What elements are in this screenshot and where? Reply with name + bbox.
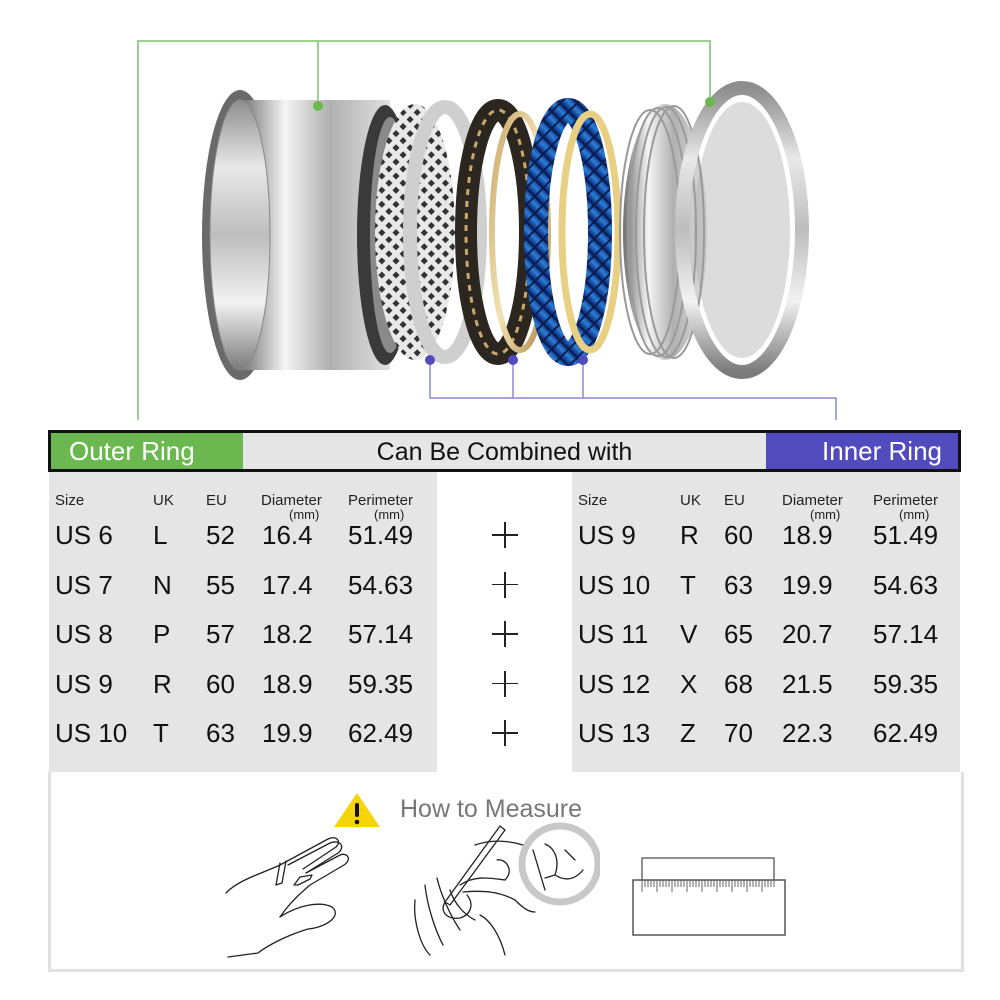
cell-perimeter: 57.14 <box>873 619 939 649</box>
col-uk: UK <box>680 492 701 509</box>
col-diameter: Diameter <box>782 492 843 509</box>
cell-size: US 9 <box>578 520 636 550</box>
cell-eu: 68 <box>724 668 753 699</box>
combine-plus-icon <box>490 619 520 649</box>
cell-diameter: 18.9 <box>262 668 313 699</box>
outer-ring-marker <box>705 97 715 107</box>
cell-diameter: 22.3 <box>782 718 833 748</box>
cell-uk: R <box>153 668 172 699</box>
col-diameter: Diameter <box>261 492 322 509</box>
cell-uk: V <box>680 619 698 649</box>
cell-uk: T <box>680 569 696 600</box>
col-eu: EU <box>724 492 745 509</box>
cell-eu: 60 <box>724 520 753 550</box>
size-chart-header: Outer Ring Can Be Combined with Inner Ri… <box>48 430 961 472</box>
cell-eu: 55 <box>206 569 235 600</box>
outer-ring-connector <box>137 40 711 420</box>
cell-perimeter: 59.35 <box>348 668 414 699</box>
cell-uk: N <box>153 569 172 600</box>
warning-triangle-icon <box>334 793 380 827</box>
cell-size: US 10 <box>55 718 128 748</box>
cell-perimeter: 51.49 <box>873 520 939 550</box>
cell-uk: P <box>153 619 171 649</box>
col-diameter-unit: (mm) <box>810 507 841 522</box>
cell-perimeter: 51.49 <box>348 520 414 550</box>
cell-eu: 52 <box>206 520 235 550</box>
cell-perimeter: 62.49 <box>348 718 414 748</box>
cell-size: US 13 <box>578 718 651 748</box>
how-to-measure-section <box>48 772 964 972</box>
how-to-measure-title: How to Measure <box>400 795 583 823</box>
inner-ring-connector <box>429 362 837 420</box>
cell-size: US 6 <box>55 520 113 550</box>
cell-size: US 9 <box>55 668 113 699</box>
cell-eu: 70 <box>724 718 753 748</box>
inner-ring-marker <box>578 355 588 365</box>
cell-perimeter: 62.49 <box>873 718 939 748</box>
cell-eu: 63 <box>206 718 235 748</box>
cell-uk: Z <box>680 718 696 748</box>
col-size: Size <box>55 492 85 509</box>
combine-plus-icon <box>490 570 520 600</box>
ring-set-illustration <box>137 40 837 420</box>
cell-diameter: 17.4 <box>262 569 313 600</box>
woven-silver-ring <box>375 100 487 364</box>
inner-ring-size-table: Size UK EU Diameter (mm) Perimeter (mm) … <box>572 472 960 772</box>
cell-perimeter: 57.14 <box>348 619 414 649</box>
blue-lattice-ring <box>524 98 622 366</box>
col-eu: EU <box>206 492 227 509</box>
cell-size: US 8 <box>55 619 113 649</box>
cell-size: US 12 <box>578 668 651 699</box>
cell-size: US 10 <box>578 569 651 600</box>
combine-plus-icon <box>490 718 520 748</box>
col-perimeter: Perimeter <box>348 492 414 509</box>
cell-diameter: 18.2 <box>262 619 313 649</box>
col-perimeter: Perimeter <box>873 492 939 509</box>
outer-ring-marker <box>313 101 323 111</box>
col-size: Size <box>578 492 608 509</box>
cell-eu: 65 <box>724 619 753 649</box>
cell-diameter: 19.9 <box>262 718 313 748</box>
ruler-icon <box>632 857 786 936</box>
cell-perimeter: 59.35 <box>873 668 939 699</box>
outer-ring-size-table: Size UK EU Diameter (mm) Perimeter (mm) … <box>49 472 437 772</box>
inner-ring-marker <box>508 355 518 365</box>
cell-size: US 11 <box>578 619 649 649</box>
combine-plus-icon <box>490 520 520 550</box>
cell-eu: 63 <box>724 569 753 600</box>
cell-uk: L <box>153 520 168 550</box>
hand-with-paper-strip-icon <box>225 837 349 958</box>
combine-plus-icon <box>490 669 520 699</box>
cell-eu: 60 <box>206 668 235 699</box>
cell-diameter: 21.5 <box>782 668 833 699</box>
outer-ring-label: Outer Ring <box>51 433 243 469</box>
cell-eu: 57 <box>206 619 235 649</box>
col-perimeter-unit: (mm) <box>899 507 930 522</box>
col-uk: UK <box>153 492 174 509</box>
cell-uk: R <box>680 520 699 550</box>
cell-perimeter: 54.63 <box>873 569 939 600</box>
hand-marking-strip-icon <box>414 822 600 956</box>
inner-ring-label: Inner Ring <box>766 433 958 469</box>
cell-diameter: 20.7 <box>782 619 833 649</box>
cell-diameter: 16.4 <box>262 520 313 550</box>
inner-ring-marker <box>425 355 435 365</box>
cell-diameter: 19.9 <box>782 569 833 600</box>
cell-diameter: 18.9 <box>782 520 833 550</box>
combined-with-label: Can Be Combined with <box>376 438 633 466</box>
ribbed-inner-ring <box>619 81 809 379</box>
col-diameter-unit: (mm) <box>289 507 320 522</box>
col-perimeter-unit: (mm) <box>374 507 405 522</box>
cell-size: US 7 <box>55 569 113 600</box>
cell-perimeter: 54.63 <box>348 569 414 600</box>
cell-uk: X <box>680 668 698 699</box>
cell-uk: T <box>153 718 169 748</box>
